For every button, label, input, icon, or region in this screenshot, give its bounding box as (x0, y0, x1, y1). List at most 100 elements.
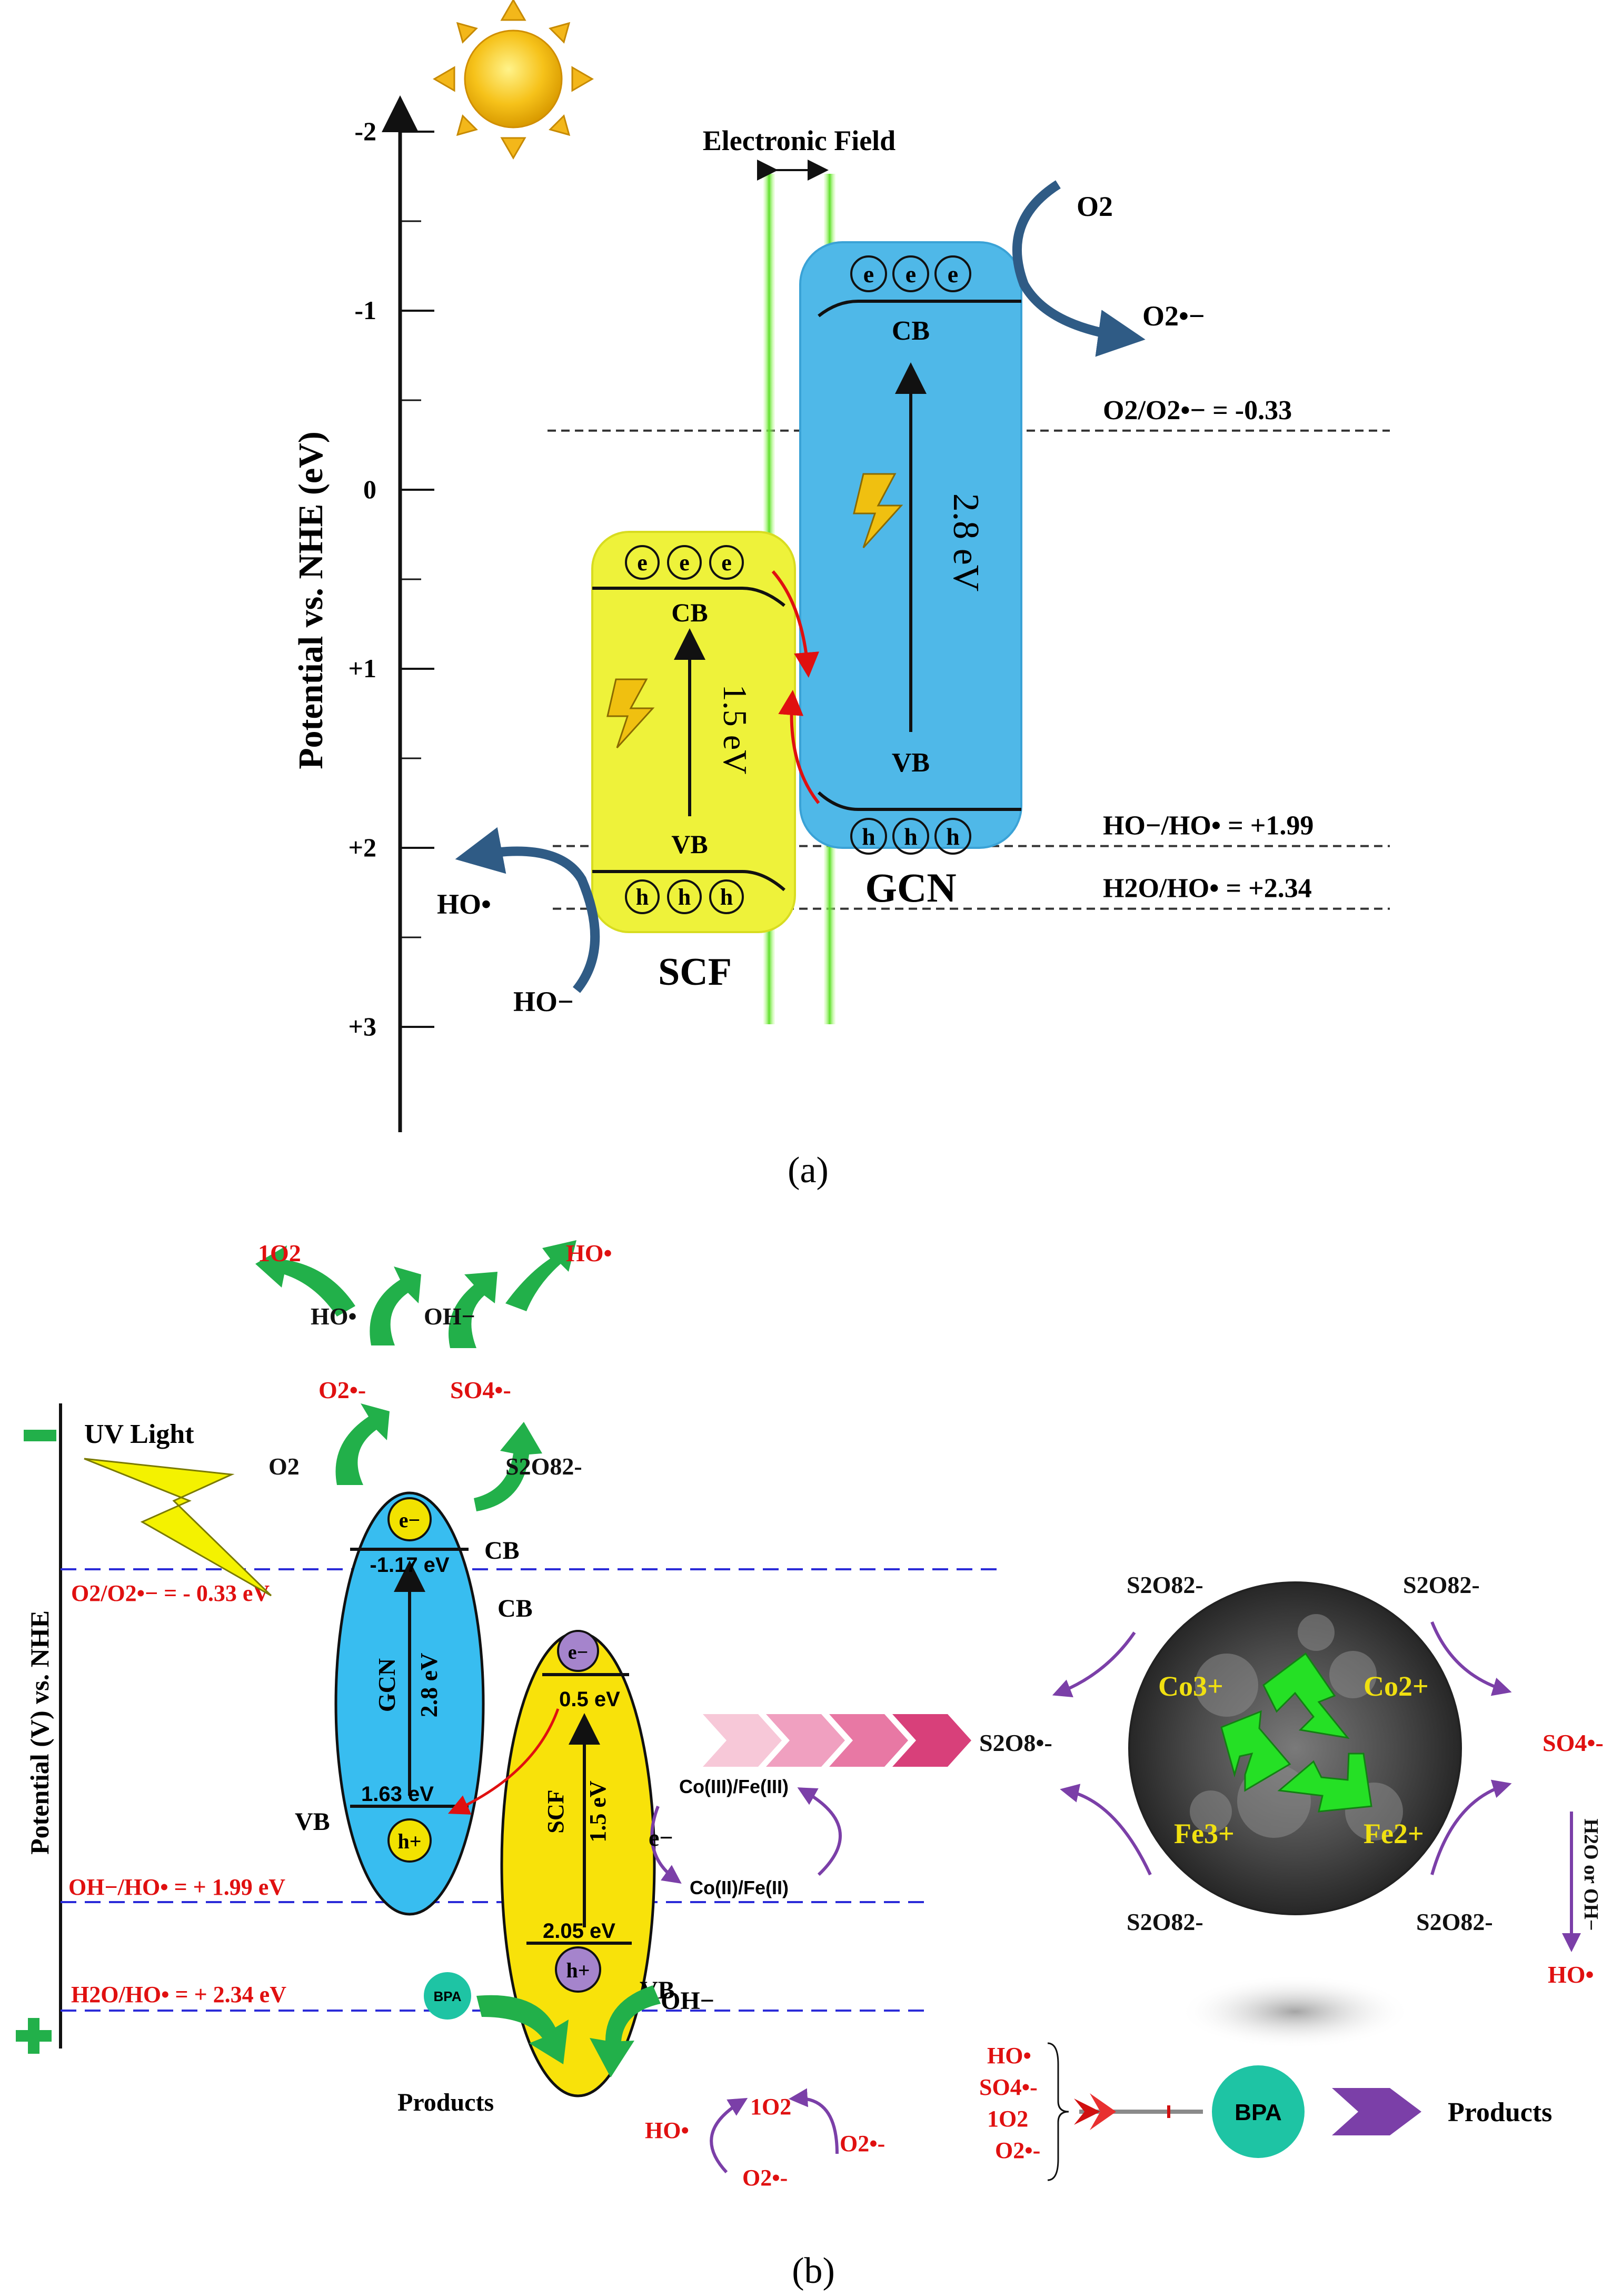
svg-text:h+: h+ (397, 1829, 421, 1853)
svg-text:BPA: BPA (1235, 2100, 1282, 2125)
lightning-icon (853, 473, 903, 549)
top-green-arrows (255, 1240, 576, 1511)
svg-text:Fe2+: Fe2+ (1364, 1818, 1424, 1849)
svg-text:1O2: 1O2 (258, 1240, 301, 1266)
svg-text:e: e (905, 261, 916, 288)
reference-level-label: H2O/HO• = +2.34 (1103, 874, 1312, 904)
svg-text:CB: CB (671, 598, 708, 627)
svg-text:2.8 eV: 2.8 eV (415, 1653, 442, 1718)
purple-chevron (1332, 2088, 1421, 2135)
minus-sign (24, 1430, 56, 1441)
uv-light-label: UV Light (84, 1419, 194, 1449)
svg-text:VB: VB (295, 1808, 330, 1836)
svg-text:O2: O2 (268, 1453, 300, 1480)
svg-text:O2•-: O2•- (742, 2165, 788, 2191)
svg-text:1O2: 1O2 (987, 2106, 1028, 2132)
svg-text:O2/O2•− = - 0.33 eV: O2/O2•− = - 0.33 eV (71, 1580, 270, 1606)
svg-text:e−: e− (399, 1508, 421, 1532)
svg-text:Products: Products (1448, 2097, 1552, 2127)
svg-text:Products: Products (397, 2089, 494, 2116)
recycle-icon (1220, 1652, 1372, 1813)
panel-b: Potential (V) vs. NHE O2/O2•− = - 0.33 e… (16, 1240, 1604, 2291)
svg-text:SO4•-: SO4•- (1543, 1729, 1604, 1756)
svg-text:e: e (679, 550, 690, 576)
svg-text:HO•: HO• (566, 1240, 612, 1266)
svg-text:H2O or OH−: H2O or OH− (1580, 1818, 1602, 1931)
svg-text:GCN: GCN (373, 1658, 400, 1712)
scf-label-a: SCF (658, 951, 732, 994)
attack-species: HO• SO4•- 1O2 O2•- (979, 2043, 1040, 2163)
tick-group-a: -2-10+1+2+3 (349, 116, 434, 1041)
svg-text:VB: VB (671, 829, 708, 859)
svg-text:e: e (637, 550, 648, 576)
svg-text:h: h (904, 823, 918, 850)
tick-label: +1 (349, 654, 377, 683)
svg-text:S2O82-: S2O82- (1403, 1571, 1480, 1598)
svg-text:0.5 eV: 0.5 eV (559, 1688, 620, 1711)
svg-text:e−: e− (649, 1824, 673, 1851)
svg-text:Fe3+: Fe3+ (1174, 1818, 1235, 1849)
caption-a: (a) (788, 1150, 829, 1191)
tick-label: -1 (354, 295, 376, 325)
svg-text:S2O82-: S2O82- (1127, 1908, 1203, 1935)
cofe-electron-arrow (650, 1805, 682, 1884)
sem-shadow (1179, 1975, 1411, 2048)
tick-label: -2 (354, 116, 376, 146)
svg-text:1O2: 1O2 (750, 2094, 791, 2120)
bpa-circle-large (1212, 2065, 1305, 2158)
svg-text:h: h (636, 884, 649, 910)
panel-a: -2-10+1+2+3 Potential vs. NHE (eV) O2/O2… (292, 0, 1390, 1191)
svg-text:Co(II)/Fe(II): Co(II)/Fe(II) (690, 1877, 789, 1898)
svg-text:1.5 eV: 1.5 eV (585, 1780, 611, 1843)
scf-band-b: e− h+ 0.5 eV 2.05 eV SCF 1.5 eV (500, 1630, 656, 2097)
caption-b: (b) (792, 2251, 835, 2291)
bpa-circle-small (424, 1972, 471, 2020)
species-brace (1047, 2042, 1069, 2181)
o2-radical-label-a: O2•− (1142, 300, 1205, 332)
svg-text:S2O8•-: S2O8•- (979, 1729, 1052, 1756)
svg-text:BPA: BPA (434, 1988, 462, 2004)
o2-reduction-arrow (1012, 180, 1146, 357)
uv-lightning-icon (84, 1458, 272, 1597)
svg-text:O2•-: O2•- (840, 2131, 885, 2156)
electronic-field-label: Electronic Field (703, 125, 895, 156)
svg-text:HO•: HO• (311, 1303, 357, 1330)
svg-text:S2O82-: S2O82- (1416, 1908, 1493, 1935)
svg-text:h: h (862, 823, 875, 850)
cofe-redox-arrow (797, 1787, 842, 1876)
sem-image (1128, 1581, 1462, 1915)
svg-text:2.05 eV: 2.05 eV (543, 1919, 615, 1943)
bottom-green-arrows (476, 1985, 661, 2077)
plus-sign (16, 2018, 52, 2054)
chevron-arrows (703, 1714, 971, 1767)
o2-label-a: O2 (1077, 191, 1113, 222)
svg-text:CB: CB (484, 1537, 520, 1565)
sun-icon (433, 0, 594, 160)
tick-label: +3 (349, 1012, 377, 1041)
svg-text:e: e (863, 261, 874, 288)
svg-text:1.5 eV: 1.5 eV (717, 685, 754, 775)
svg-text:HO•: HO• (1548, 1961, 1594, 1988)
radical-cycle-arrow (710, 2097, 748, 2174)
svg-text:h: h (946, 823, 960, 850)
reference-level-label: HO−/HO• = +1.99 (1103, 811, 1313, 841)
y-axis-label-b: Potential (V) vs. NHE (25, 1610, 54, 1855)
svg-text:S2O82-: S2O82- (1127, 1571, 1203, 1598)
svg-text:Co2+: Co2+ (1364, 1670, 1429, 1702)
svg-text:SCF: SCF (543, 1789, 569, 1833)
svg-text:VB: VB (892, 748, 930, 778)
svg-text:OH−: OH− (424, 1303, 475, 1330)
tick-label: +2 (349, 833, 377, 862)
gcn-label-a: GCN (865, 865, 956, 911)
gcn-band-a: e e e h h h CB VB 2.8 eV (799, 241, 1022, 855)
gcn-band-b: e− h+ -1.17 eV 1.63 eV GCN 2.8 eV (334, 1491, 485, 1916)
svg-text:OH−/HO• = + 1.99 eV: OH−/HO• = + 1.99 eV (68, 1874, 285, 1900)
svg-text:SO4•-: SO4•- (979, 2074, 1038, 2100)
svg-text:Co(III)/Fe(III): Co(III)/Fe(III) (679, 1776, 789, 1797)
svg-text:H2O/HO• = + 2.34 eV: H2O/HO• = + 2.34 eV (71, 1982, 286, 2007)
radical-cycle-arrow-right (789, 2088, 839, 2154)
svg-text:HO•: HO• (987, 2043, 1031, 2069)
svg-text:e: e (721, 550, 732, 576)
